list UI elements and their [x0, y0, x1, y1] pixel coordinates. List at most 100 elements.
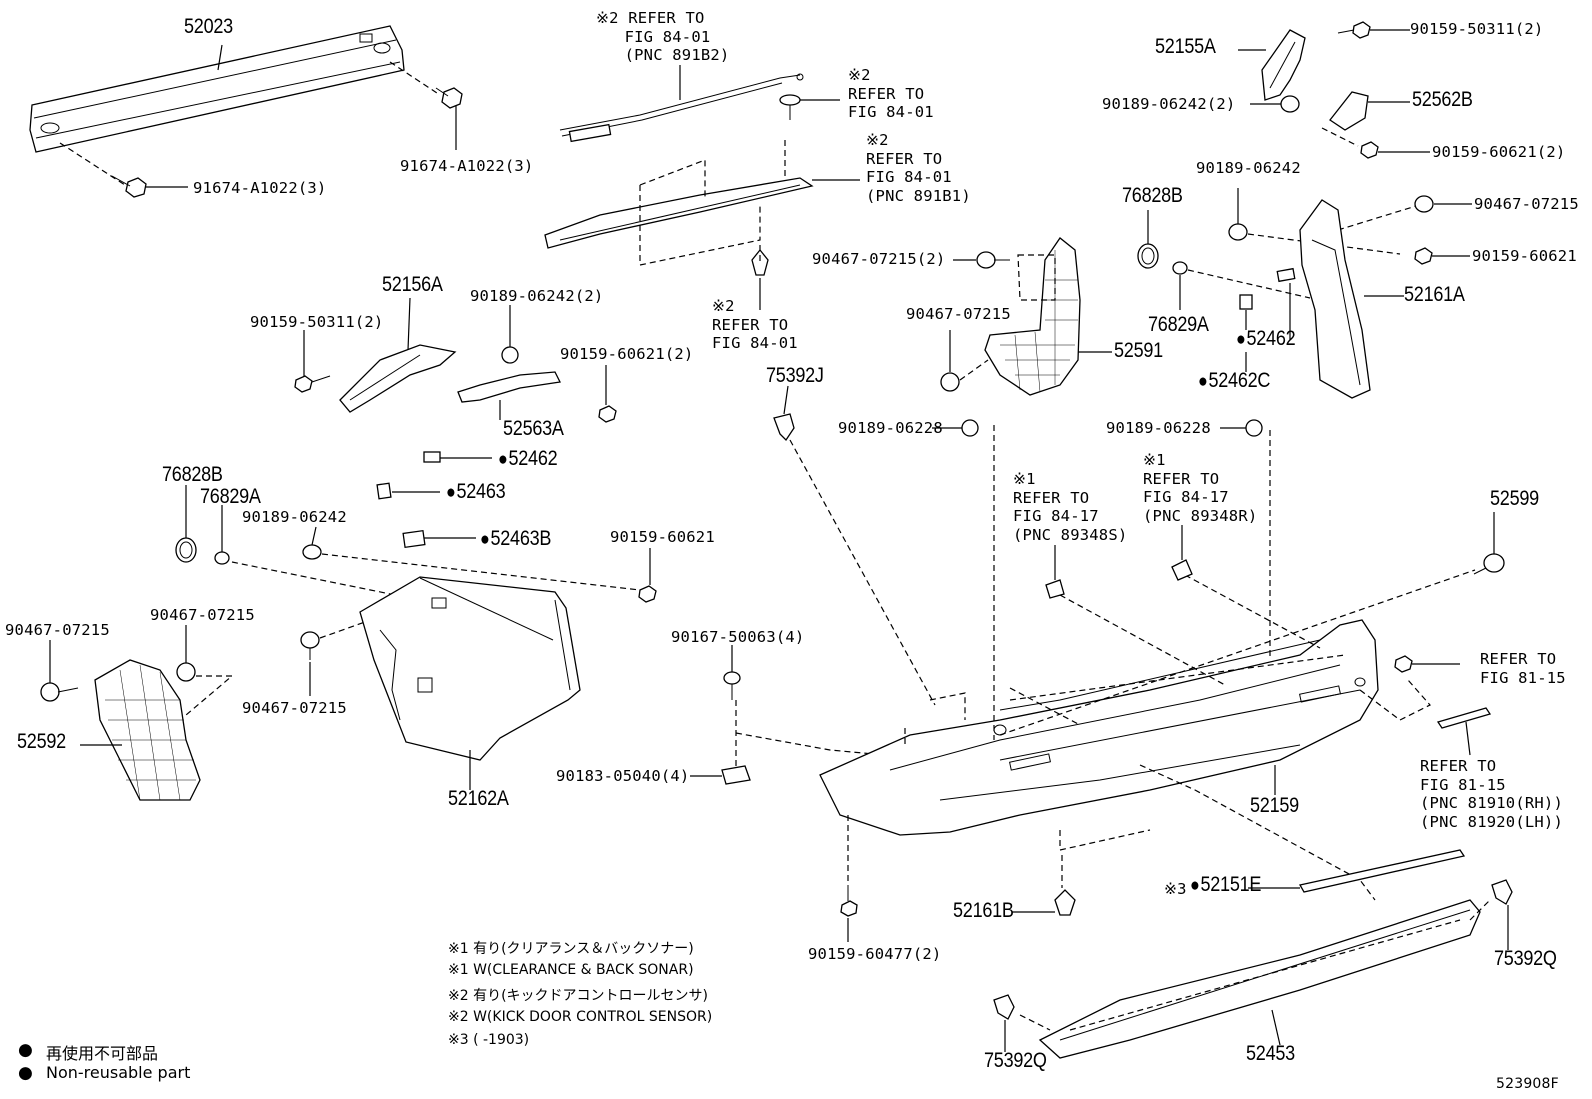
label-90189-06242-r: 90189-06242 [1196, 159, 1301, 177]
bumper-side-52162A [359, 576, 581, 761]
label-90159-60621-2l: 90159-60621(2) [560, 345, 694, 363]
note-2-jp: ※2 有り(キックドアコントロールセンサ) [448, 988, 709, 1004]
legend-jp: 再使用不可部品 [46, 1044, 159, 1063]
label-76828B-l: 76828B [162, 463, 223, 486]
label-52463: 52463 [446, 481, 505, 502]
lower-garnish-52453 [1038, 899, 1481, 1059]
clip-75392J [773, 413, 795, 442]
clip-90467-07215-b [176, 662, 196, 682]
clip-75392Q-r [1491, 879, 1513, 905]
label-90189-06228-a: 90189-06228 [838, 419, 943, 437]
label-91674-a1022-top: 91674-A1022(3) [400, 157, 534, 175]
label-52599: 52599 [1490, 487, 1539, 510]
label-90159-60621-r: 90159-60621 [1472, 247, 1577, 265]
label-52156A: 52156A [382, 273, 443, 296]
clip-90189-06242 [302, 544, 322, 560]
label-90467-07215-b: 90467-07215 [150, 606, 255, 624]
label-52162A: 52162A [448, 787, 509, 810]
clip-90189-06228-b [1245, 419, 1263, 437]
note-1-en: ※1 W(CLEARANCE & BACK SONAR) [448, 962, 694, 978]
nut-90183-05040 [721, 765, 751, 785]
bracket-52591 [984, 237, 1081, 396]
label-52591: 52591 [1114, 339, 1163, 362]
ref-fig-84-01-a: ※2 REFER TO FIG 84-01 [848, 66, 934, 121]
label-90467-07215-a: 90467-07215 [5, 621, 110, 639]
label-52161B: 52161B [953, 899, 1014, 922]
label-90167-50063: 90167-50063(4) [671, 628, 805, 646]
label-75392Q-r: 75392Q [1494, 947, 1557, 970]
bumper-reinforcement-52023 [29, 25, 405, 153]
bracket-52156A [339, 344, 457, 413]
clip-90467-07215-a [40, 682, 79, 702]
seal-52462-r [1276, 267, 1296, 283]
label-52155A: 52155A [1155, 35, 1216, 58]
bracket-52592 [94, 659, 201, 801]
label-52161A: 52161A [1404, 283, 1465, 306]
clip-90189-06242-l [501, 346, 519, 364]
note-1-jp: ※1 有り(クリアランス＆バックソナー) [448, 941, 694, 957]
clip-lower [751, 248, 769, 276]
seal-52462-l [423, 451, 441, 463]
clip-90189-06228-a [961, 419, 979, 437]
screw-90159-60477 [840, 885, 858, 917]
seal-52462C [1239, 294, 1253, 310]
label-90467-07215-2r: 90467-07215(2) [812, 250, 946, 268]
side-retainer-52161A [1299, 199, 1371, 399]
ref-fig-84-17-89348R: ※1 REFER TO FIG 84-17 (PNC 89348R) [1143, 451, 1258, 525]
seal-52463 [376, 482, 392, 500]
bracket-52563A [457, 371, 561, 403]
label-90159-60621-2r: 90159-60621(2) [1432, 143, 1566, 161]
sensor-bracket-891B1 [544, 177, 814, 249]
bolt-fig-81-15 [1394, 655, 1413, 673]
ref-fig-81-15-b: REFER TO FIG 81-15 (PNC 81910(RH)) (PNC … [1420, 757, 1563, 831]
clip-90467-07215-r [1414, 195, 1434, 213]
moulding-52151E [1298, 849, 1466, 893]
label-76829A-l: 76829A [200, 485, 261, 508]
sensor-ring-76828B-l [175, 537, 197, 563]
bolt-91674-bottom [111, 175, 147, 198]
label-52151E: 52151E [1190, 874, 1261, 895]
label-76829A-r: 76829A [1148, 313, 1209, 336]
emblem-81910 [1436, 707, 1492, 729]
bracket-52155A [1261, 29, 1306, 101]
bolt-90159-60621-r [1414, 247, 1433, 265]
label-52159: 52159 [1250, 794, 1299, 817]
ref-note-3: ※3 [1164, 880, 1187, 898]
note-3: ※3 ( -1903) [448, 1032, 530, 1048]
clip-90467-07215-2r [976, 251, 1010, 269]
bolt-90159-60621 [638, 585, 657, 603]
bracket-52562B [1329, 91, 1369, 131]
bolt-90159-50311-l [294, 375, 331, 393]
ref-fig-81-15-a: REFER TO FIG 81-15 [1480, 650, 1566, 687]
label-90159-50311-r: 90159-50311(2) [1410, 20, 1544, 38]
label-76828B-r: 76828B [1122, 184, 1183, 207]
label-52562B: 52562B [1412, 88, 1473, 111]
sensor-harness-891B2 [559, 73, 804, 143]
label-52462-l: 52462 [498, 448, 557, 469]
label-90467-07215-m: 90467-07215 [906, 305, 1011, 323]
label-90467-07215-c: 90467-07215 [242, 699, 347, 717]
label-90159-60621: 90159-60621 [610, 528, 715, 546]
screw-90167-50063 [723, 671, 741, 700]
clip-75392Q-l [993, 994, 1015, 1020]
seal-52463B [402, 529, 426, 549]
label-52453: 52453 [1246, 1042, 1295, 1065]
legend-dot-en: ● [18, 1063, 33, 1083]
label-90159-60477: 90159-60477(2) [808, 945, 942, 963]
clip-90467-07215-c [300, 631, 320, 660]
ref-fig-84-17-89348S: ※1 REFER TO FIG 84-17 (PNC 89348S) [1013, 470, 1128, 544]
legend-dot-jp: ● [18, 1040, 33, 1060]
label-52462-r: 52462 [1236, 328, 1295, 349]
label-52462C: 52462C [1198, 370, 1270, 391]
sensor-holder-89348S [1045, 579, 1065, 599]
label-52563A: 52563A [503, 417, 564, 440]
label-90467-07215-r: 90467-07215 [1474, 195, 1579, 213]
label-75392J: 75392J [766, 364, 824, 387]
label-90159-50311-l: 90159-50311(2) [250, 313, 384, 331]
clip-52161B [1054, 889, 1076, 916]
label-90189-06242-2l: 90189-06242(2) [470, 287, 604, 305]
figure-code: 523908F [1496, 1076, 1559, 1092]
label-90189-06242-2r: 90189-06242(2) [1102, 95, 1236, 113]
clip-52599 [1473, 553, 1505, 575]
